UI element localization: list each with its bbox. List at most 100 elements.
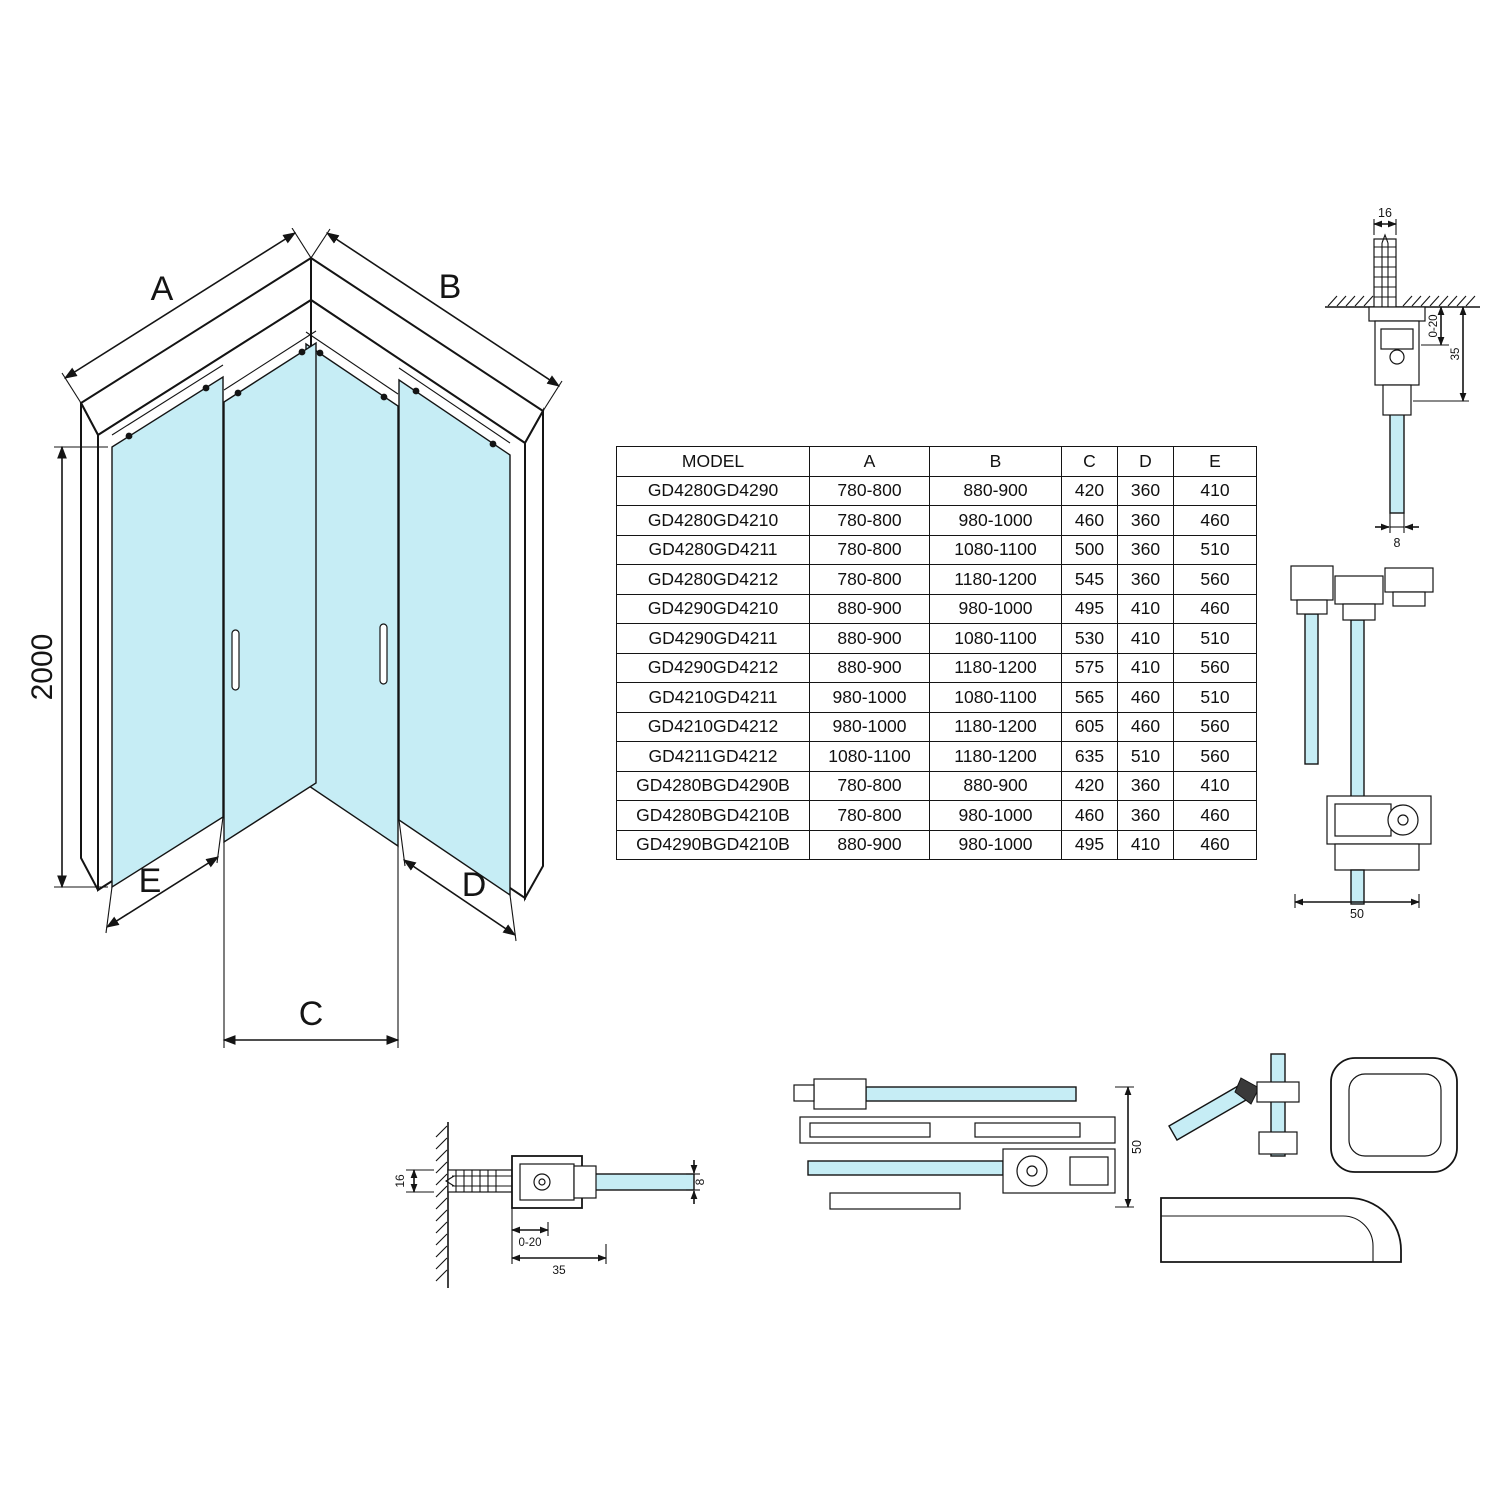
door-section-vertical: 50 [1290, 565, 1434, 921]
dim-50: 50 [1294, 894, 1420, 921]
table-cell: 880-900 [809, 623, 930, 654]
table-cell: 510 [1173, 682, 1257, 713]
table-cell: 510 [1173, 534, 1257, 565]
dim-16: 16 [393, 1169, 434, 1193]
table-cell: 460 [1173, 505, 1257, 536]
roller-carriage [1326, 795, 1432, 905]
dim-label-50: 50 [1350, 907, 1364, 921]
dim-label-0-20: 0-20 [1428, 314, 1440, 337]
table-cell: 360 [1117, 770, 1174, 801]
table-cell: 420 [1061, 475, 1118, 506]
dim-label-d: D [462, 866, 487, 904]
table-cell: 410 [1117, 829, 1174, 860]
dim-label-16: 16 [393, 1174, 407, 1188]
table-header-row: MODEL A B C D E [616, 446, 1257, 477]
dim-label-a: A [151, 270, 174, 308]
table-cell: 635 [1061, 741, 1118, 772]
wall-anchor-section-vertical: 16 0-20 35 8 [1325, 206, 1480, 550]
corner-connector-detail [1160, 1053, 1458, 1263]
glass-clamp [1234, 1077, 1260, 1105]
table-cell: 460 [1061, 505, 1118, 536]
table-cell: 980-1000 [929, 829, 1062, 860]
table-cell: GD4280BGD4290B [616, 770, 810, 801]
dim-8: 8 [1375, 513, 1419, 550]
table-cell: GD4290GD4210 [616, 593, 810, 624]
dim-label-c: C [299, 995, 324, 1033]
dimension-lines: A B 2000 E D C [26, 228, 563, 1048]
corner-profile [1160, 1197, 1402, 1263]
lower-glass [807, 1160, 1004, 1176]
table-cell: 1180-1200 [929, 652, 1062, 683]
upper-door [793, 1078, 1077, 1110]
table-cell: 460 [1173, 800, 1257, 831]
door-rollers [125, 348, 497, 448]
table-cell: GD4210GD4212 [616, 711, 810, 742]
table-cell: GD4280GD4211 [616, 534, 810, 565]
table-cell: GD4280GD4210 [616, 505, 810, 536]
table-cell: 780-800 [809, 475, 930, 506]
lower-door [807, 1148, 1116, 1210]
table-cell: 605 [1061, 711, 1118, 742]
table-cell: 460 [1173, 829, 1257, 860]
table-cell: 460 [1061, 800, 1118, 831]
table-cell: 360 [1117, 505, 1174, 536]
table-cell: 780-800 [809, 800, 930, 831]
table-header-cell: D [1117, 446, 1174, 477]
table-cell: 980-1000 [809, 711, 930, 742]
vertical-glass [1270, 1053, 1286, 1157]
table-cell: 880-900 [929, 475, 1062, 506]
left-sliding-door [223, 341, 317, 844]
right-door-handle [379, 623, 388, 685]
dim-label-8: 8 [1394, 536, 1401, 550]
dim-8: 8 [686, 1160, 705, 1204]
glass-panels [111, 341, 511, 897]
table-cell: 410 [1173, 475, 1257, 506]
table-cell: 780-800 [809, 564, 930, 595]
dim-label-height: 2000 [26, 634, 59, 701]
dim-label-8: 8 [693, 1178, 705, 1185]
glass-pane [581, 1173, 695, 1191]
glass-pane [1389, 400, 1405, 514]
table-cell: 360 [1117, 800, 1174, 831]
wall-anchor-section-plan: 16 0-20 35 8 [393, 1122, 705, 1288]
wall-profile [511, 1155, 695, 1209]
table-cell: 560 [1173, 741, 1257, 772]
upper-glass [865, 1086, 1077, 1102]
corner-glass [1168, 1053, 1300, 1157]
table-cell: 420 [1061, 770, 1118, 801]
dim-label-b: B [439, 268, 462, 306]
left-door-handle [231, 629, 240, 691]
fixed-glass [1304, 613, 1319, 765]
table-cell: 1180-1200 [929, 741, 1062, 772]
wall-hatching [435, 1122, 449, 1288]
table-cell: 500 [1061, 534, 1118, 565]
table-cell: GD4211GD4212 [616, 741, 810, 772]
table-cell: 360 [1117, 475, 1174, 506]
dim-label-e: E [139, 862, 162, 900]
top-profile [1368, 306, 1426, 514]
table-cell: 880-900 [809, 829, 930, 860]
wall-hatching [1325, 295, 1480, 308]
table-cell: GD4290GD4211 [616, 623, 810, 654]
table-cell: 560 [1173, 711, 1257, 742]
table-cell: 410 [1173, 770, 1257, 801]
table-cell: 780-800 [809, 534, 930, 565]
table-cell: 545 [1061, 564, 1118, 595]
table-cell: 1080-1100 [809, 741, 930, 772]
table-cell: 1180-1200 [929, 711, 1062, 742]
table-cell: 1080-1100 [929, 682, 1062, 713]
table-cell: 410 [1117, 652, 1174, 683]
isometric-shower-drawing: A B 2000 E D C [26, 228, 563, 1048]
